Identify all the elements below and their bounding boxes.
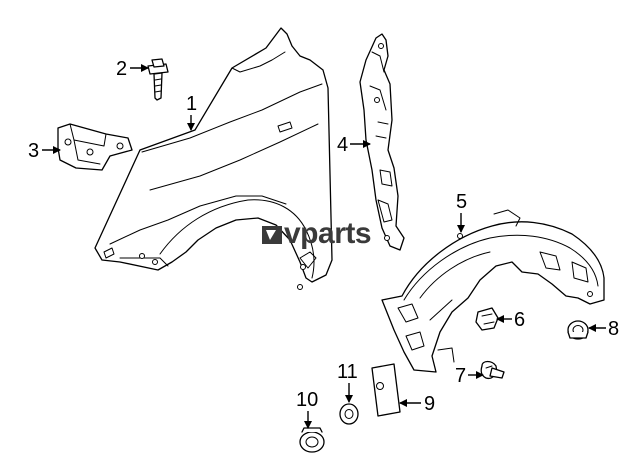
callout-7: 7 [455,365,484,387]
pad-part [371,363,401,417]
callout-4: 4 [337,134,371,156]
fender-liner-part [381,209,605,373]
callout-9: 9 [399,393,435,415]
clip-part [475,307,499,331]
callout-label-9: 9 [424,393,435,415]
watermark-logo: vparts [262,217,372,250]
callout-6: 6 [496,309,525,331]
washer-part [339,403,359,425]
callout-label-4: 4 [337,134,348,156]
callout-10: 10 [296,389,318,429]
callout-label-1: 1 [186,93,197,115]
grommet-part [567,320,589,340]
callout-label-6: 6 [514,309,525,331]
callout-3: 3 [28,140,61,162]
callout-8: 8 [588,318,619,340]
bracket-part [57,123,133,171]
bolt-part [147,58,169,101]
callout-label-5: 5 [456,191,467,213]
callout-label-7: 7 [455,365,466,387]
screw-part [480,360,505,380]
callout-label-10: 10 [296,389,318,411]
vertical-bracket-part [359,33,405,251]
fender-part [94,27,333,290]
callout-11: 11 [337,361,358,403]
plug-part [299,427,325,453]
callout-label-8: 8 [608,318,619,340]
watermark-text: vparts [284,217,371,250]
callout-label-3: 3 [28,140,39,162]
callout-1: 1 [186,93,197,131]
callout-5: 5 [456,191,467,233]
callout-label-2: 2 [116,58,127,80]
callout-label-11: 11 [337,361,358,383]
callout-2: 2 [116,58,149,80]
